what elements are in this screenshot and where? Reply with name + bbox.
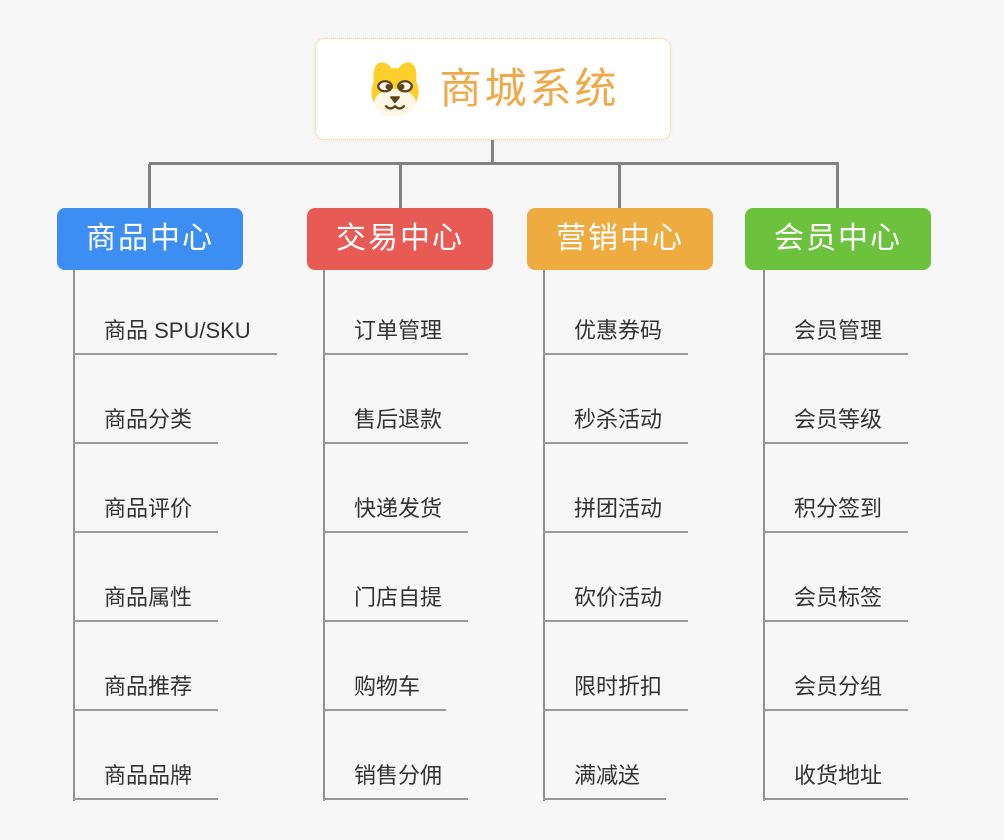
branch-header-member-center[interactable]: 会员中心 [745, 208, 931, 270]
leaf-topic-label[interactable]: 会员分组 [763, 673, 909, 711]
connector-drop-product [148, 164, 151, 208]
leaf-topic: 砍价活动 [543, 533, 689, 622]
connector-drop-trade [399, 164, 402, 208]
leaf-topic: 订单管理 [323, 266, 469, 355]
leaf-topic-label[interactable]: 门店自提 [323, 584, 469, 622]
leaf-topic: 商品推荐 [73, 622, 277, 711]
leaf-topic-label[interactable]: 销售分佣 [323, 762, 469, 800]
leaf-topic-label[interactable]: 会员等级 [763, 406, 909, 444]
branch-column-marketing: 优惠券码 秒杀活动 拼团活动 砍价活动 限时折扣 满减送 [543, 266, 689, 800]
leaf-topic-label[interactable]: 优惠券码 [543, 317, 689, 355]
leaf-topic-label[interactable]: 购物车 [323, 673, 447, 711]
leaf-topic-label[interactable]: 会员管理 [763, 317, 909, 355]
leaf-topic-label[interactable]: 收货地址 [763, 762, 909, 800]
leaf-topic: 限时折扣 [543, 622, 689, 711]
leaf-topic: 优惠券码 [543, 266, 689, 355]
trunk-line-member [763, 270, 765, 801]
leaf-topic: 销售分佣 [323, 711, 469, 800]
leaf-topic: 秒杀活动 [543, 355, 689, 444]
leaf-topic-label[interactable]: 拼团活动 [543, 495, 689, 533]
leaf-topic: 商品 SPU/SKU [73, 266, 277, 355]
leaf-topic: 商品评价 [73, 444, 277, 533]
leaf-topic-label[interactable]: 订单管理 [323, 317, 469, 355]
leaf-topic: 购物车 [323, 622, 468, 711]
leaf-topic: 会员标签 [763, 533, 909, 622]
connector-drop-marketing [618, 164, 621, 208]
leaf-topic: 满减送 [543, 711, 688, 800]
leaf-topic-label[interactable]: 砍价活动 [543, 584, 689, 622]
leaf-topic-label[interactable]: 商品推荐 [73, 673, 219, 711]
branch-column-member: 会员管理 会员等级 积分签到 会员标签 会员分组 收货地址 [763, 266, 909, 800]
trunk-line-marketing [543, 270, 545, 801]
leaf-topic: 商品属性 [73, 533, 277, 622]
leaf-topic-label[interactable]: 限时折扣 [543, 673, 689, 711]
leaf-topic: 商品分类 [73, 355, 277, 444]
leaf-topic: 门店自提 [323, 533, 469, 622]
connector-bus [149, 162, 839, 165]
shiba-dog-icon [371, 62, 420, 117]
branch-header-product-center[interactable]: 商品中心 [57, 208, 243, 270]
leaf-topic: 快递发货 [323, 444, 469, 533]
branch-header-trade-center[interactable]: 交易中心 [307, 208, 493, 270]
leaf-topic-label[interactable]: 售后退款 [323, 406, 469, 444]
leaf-topic-label[interactable]: 商品分类 [73, 406, 219, 444]
leaf-topic: 积分签到 [763, 444, 909, 533]
leaf-topic-label[interactable]: 积分签到 [763, 495, 909, 533]
trunk-line-trade [323, 270, 325, 801]
leaf-topic-label[interactable]: 商品评价 [73, 495, 219, 533]
connector-drop-member [836, 164, 839, 208]
branch-header-marketing-center[interactable]: 营销中心 [527, 208, 713, 270]
trunk-line-product [73, 270, 75, 801]
root-node-label: 商城系统 [439, 65, 620, 112]
leaf-topic-label[interactable]: 商品品牌 [73, 762, 219, 800]
branch-column-product: 商品 SPU/SKU 商品分类 商品评价 商品属性 商品推荐 商品品牌 [73, 266, 277, 800]
leaf-topic-label[interactable]: 商品 SPU/SKU [73, 317, 277, 355]
connector-root-stem [491, 140, 494, 164]
leaf-topic-label[interactable]: 商品属性 [73, 584, 219, 622]
leaf-topic-label[interactable]: 会员标签 [763, 584, 909, 622]
leaf-topic-label[interactable]: 满减送 [543, 762, 667, 800]
leaf-topic-label[interactable]: 快递发货 [323, 495, 469, 533]
leaf-topic: 售后退款 [323, 355, 469, 444]
leaf-topic: 会员管理 [763, 266, 909, 355]
leaf-topic: 会员分组 [763, 622, 909, 711]
root-node-mall-system[interactable]: 商城系统 [315, 38, 671, 140]
leaf-topic: 收货地址 [763, 711, 909, 800]
leaf-topic: 拼团活动 [543, 444, 689, 533]
leaf-topic-label[interactable]: 秒杀活动 [543, 406, 689, 444]
leaf-topic: 商品品牌 [73, 711, 277, 800]
branch-column-trade: 订单管理 售后退款 快递发货 门店自提 购物车 销售分佣 [323, 266, 469, 800]
leaf-topic: 会员等级 [763, 355, 909, 444]
